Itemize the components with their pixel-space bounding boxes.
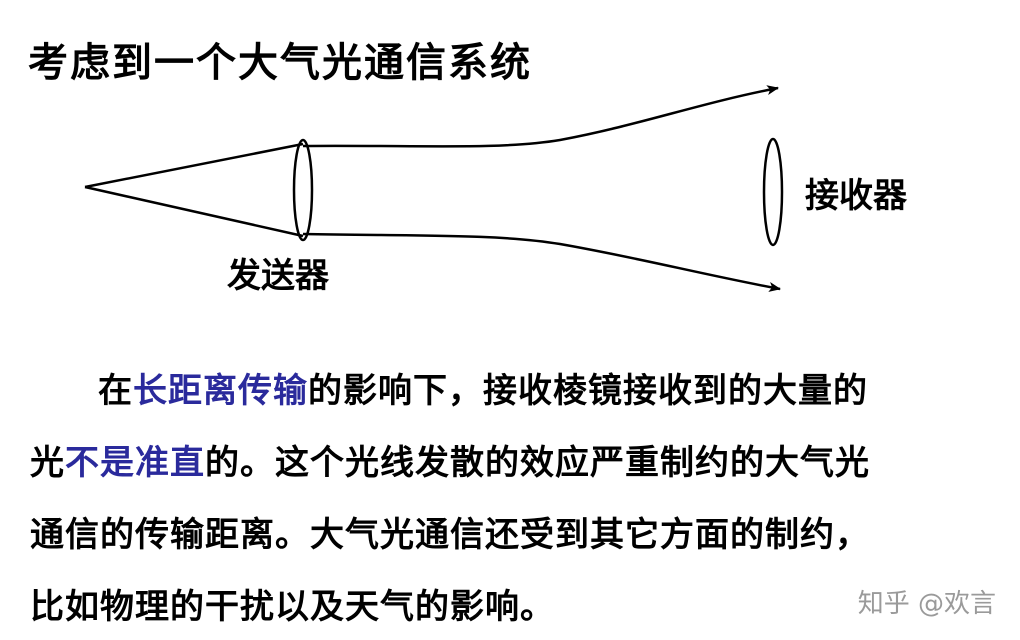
optical-system-diagram [84,85,784,292]
beam-upper-arrow [302,85,779,148]
transmitter-label: 发送器 [227,256,329,296]
paragraph-line-3: 通信的传输距离。大气光通信还受到其它方面的制约， [30,515,870,555]
paragraph-text: 在 [98,371,133,411]
receiver-lens [762,137,784,247]
beam-lower-arrow [302,232,781,292]
highlight-long-distance: 长距离传输 [133,371,308,411]
paragraph-text: 的。这个光线发散的效应严重制约的大气光 [205,443,870,483]
paragraph-text: 光 [30,443,65,483]
receiver-label: 接收器 [805,176,907,216]
source-ray-upper [84,142,304,189]
highlight-not-collimated: 不是准直 [65,443,205,483]
explanation-paragraph: 在长距离传输的影响下，接收棱镜接收到的大量的 光不是准直的。这个光线发散的效应严… [30,355,1005,640]
paragraph-line-1: 在长距离传输的影响下，接收棱镜接收到的大量的 [30,355,1005,427]
paragraph-line-4: 比如物理的干扰以及天气的影响。 [30,587,555,627]
paragraph-line-2: 光不是准直的。这个光线发散的效应严重制约的大气光 [30,427,1005,499]
slide-title: 考虑到一个大气光通信系统 [28,39,532,86]
paragraph-text: 的影响下，接收棱镜接收到的大量的 [308,371,868,411]
transmitter-lens [292,138,314,242]
watermark: 知乎 @欢言 [857,589,996,619]
source-ray-lower [84,185,304,238]
